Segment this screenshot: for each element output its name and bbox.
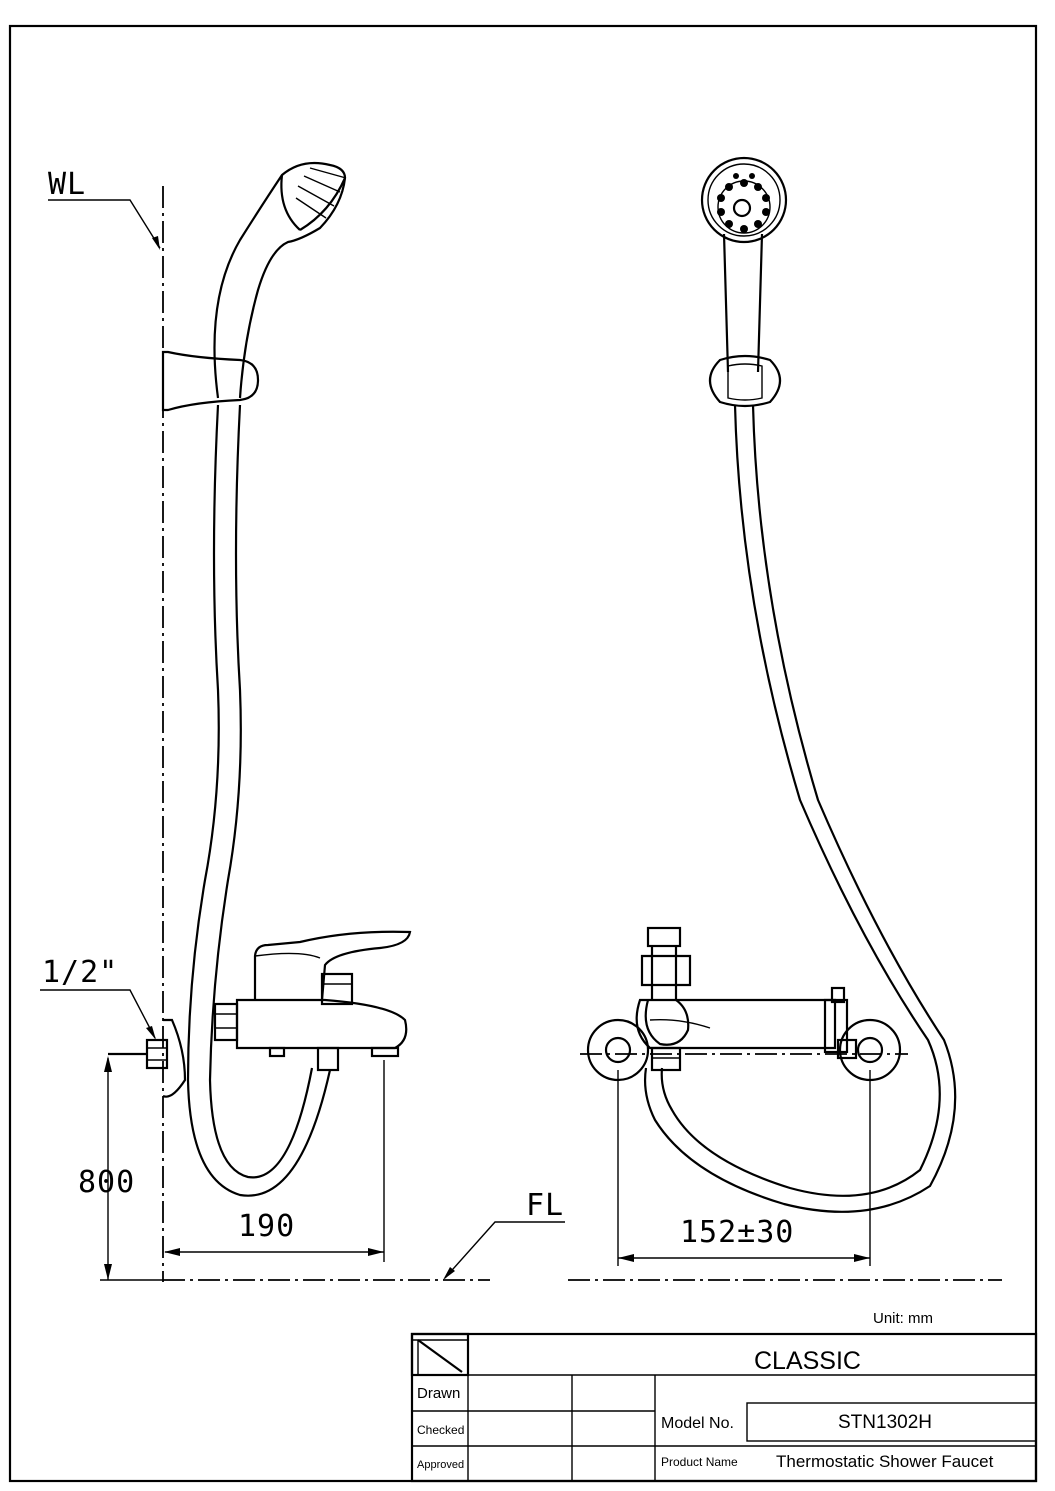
hand-shower-nozzle-ring — [295, 167, 347, 219]
faucet-body-front — [580, 926, 908, 1082]
hose-front-inner — [643, 404, 957, 1213]
hand-shower-handle-front — [722, 233, 764, 373]
side-view: WL — [40, 161, 565, 1282]
shower-hose-inner — [208, 404, 314, 1179]
projection-label: 190 — [238, 1209, 295, 1244]
height-arrow-top — [104, 1056, 112, 1072]
wl-arrow — [152, 236, 160, 250]
checked-label: Checked — [417, 1423, 464, 1437]
hand-shower-holder — [161, 350, 260, 412]
fl-label: FL — [526, 1188, 564, 1223]
spray-nozzles — [717, 173, 770, 233]
approved-label: Approved — [417, 1459, 464, 1471]
hose-front-outer — [660, 404, 941, 1197]
projection-arrow-left — [164, 1248, 180, 1256]
wl-label: WL — [48, 167, 86, 202]
centers-arrow-right — [854, 1254, 870, 1262]
centers-arrow-left — [618, 1254, 634, 1262]
height-label: 800 — [78, 1165, 135, 1200]
drawn-label: Drawn — [417, 1385, 460, 1402]
title-block: Unit: mm CLASSIC Drawn Checked Approved … — [410, 1310, 1038, 1483]
centers-label: 152±30 — [680, 1215, 794, 1250]
inlet-arrow — [146, 1026, 156, 1040]
fl-arrow — [443, 1267, 455, 1280]
hand-shower-head-face — [280, 174, 347, 231]
unit-note: Unit: mm — [873, 1310, 933, 1327]
model-label: Model No. — [661, 1415, 734, 1432]
product-label: Product Name — [661, 1455, 738, 1469]
front-view: 152±30 — [568, 156, 1002, 1281]
model-value: STN1302H — [838, 1412, 932, 1433]
brand-name: CLASSIC — [754, 1347, 861, 1375]
fl-leader — [444, 1221, 565, 1279]
inlet-leader — [40, 989, 156, 1039]
projection-arrow-right — [368, 1248, 384, 1256]
shower-hose-outer — [186, 404, 332, 1197]
height-arrow-bottom — [104, 1264, 112, 1280]
hand-shower-handle — [213, 161, 347, 399]
wl-leader — [48, 199, 161, 249]
product-value: Thermostatic Shower Faucet — [776, 1452, 994, 1471]
shower-head-outer — [700, 156, 788, 244]
inlet-label: 1/2" — [42, 955, 118, 990]
faucet-body-side — [108, 930, 412, 1098]
holder-front — [708, 354, 782, 408]
